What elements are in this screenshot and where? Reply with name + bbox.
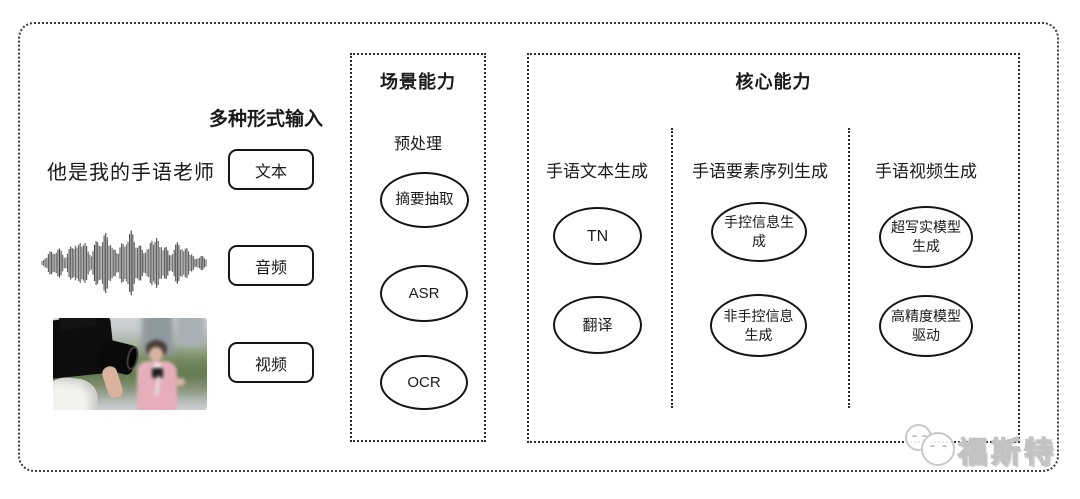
audio-mode-box: 音频: [228, 245, 314, 286]
text-mode-label: 文本: [254, 163, 287, 181]
node-ocr: OCR: [380, 355, 468, 410]
core-capability-box: 核心能力: [527, 53, 1020, 443]
scene-box-title: 场景能力: [380, 72, 456, 92]
watermark: 福斯特: [900, 420, 1060, 472]
column-divider: [671, 128, 673, 408]
column-header-video-generation: 手语视频生成: [875, 162, 977, 181]
node-tn: TN: [553, 207, 642, 265]
column-header-element-sequence-generation: 手语要素序列生成: [692, 162, 828, 181]
audio-waveform-icon: [40, 227, 208, 299]
scene-capability-box: 场景能力: [350, 53, 486, 442]
photo-reporter: [53, 318, 207, 410]
video-mode-label: 视频: [254, 356, 287, 374]
text-mode-box: 文本: [228, 149, 314, 190]
input-section-title: 多种形式输入: [208, 109, 324, 130]
interview-photo: [53, 318, 207, 410]
column-header-text-generation: 手语文本生成: [546, 162, 648, 181]
node-summary-extraction: 摘要抽取: [380, 172, 469, 228]
example-text-input: 他是我的手语老师: [47, 162, 215, 184]
node-manual-info-generation: 手控信息生成: [711, 202, 807, 262]
watermark-text: 福斯特: [957, 436, 1058, 469]
column-divider: [848, 128, 850, 408]
node-hyperrealistic-model-generation: 超写实模型生成: [879, 206, 973, 268]
node-translation: 翻译: [553, 296, 642, 354]
node-high-precision-model-driving: 高精度模型驱动: [879, 295, 973, 357]
photo-building: [176, 318, 204, 346]
video-mode-box: 视频: [228, 342, 314, 383]
core-box-title: 核心能力: [735, 72, 812, 92]
outer-dotted-frame: [18, 22, 1059, 472]
node-asr: ASR: [380, 265, 468, 322]
node-non-manual-info-generation: 非手控信息生成: [710, 294, 807, 357]
preprocess-label: 预处理: [393, 136, 443, 153]
audio-mode-label: 音频: [254, 259, 287, 277]
